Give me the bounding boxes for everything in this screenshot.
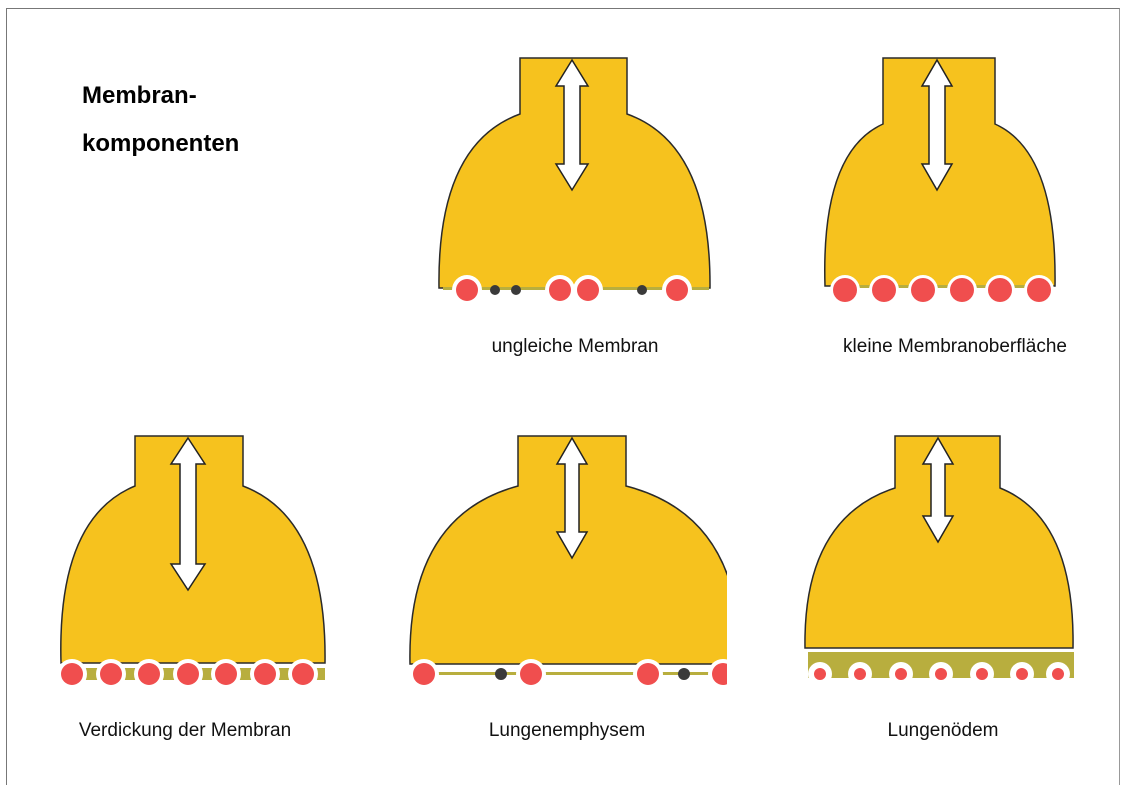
capillary (895, 668, 907, 680)
capillary (254, 663, 276, 685)
capillary (854, 668, 866, 680)
panel-verdickung-der-membran: Verdickung der Membran (25, 410, 345, 740)
blocked-capillary (511, 285, 521, 295)
diagram-title: Membran- komponenten (82, 72, 239, 168)
membrane (831, 285, 1051, 288)
panel-ungleiche-membran: ungleiche Membran (415, 26, 735, 356)
capillary (1027, 278, 1051, 302)
panel-caption: Lungenemphysem (407, 720, 727, 742)
capillary (292, 663, 314, 685)
capillary (988, 278, 1012, 302)
capillary (950, 278, 974, 302)
capillary (520, 663, 542, 685)
panel-caption: Verdickung der Membran (25, 720, 345, 742)
capillary (177, 663, 199, 685)
blocked-capillary (637, 285, 647, 295)
panel-caption: ungleiche Membran (415, 336, 735, 358)
capillary (872, 278, 896, 302)
alveolus-diagram (783, 410, 1103, 710)
panel-caption: Lungenödem (783, 720, 1103, 742)
alveolus-diagram (25, 410, 345, 710)
capillary (413, 663, 435, 685)
blocked-capillary (495, 668, 507, 680)
alveolus-diagram (795, 26, 1115, 326)
blocked-capillary (490, 285, 500, 295)
panel-lungenoedem: Lungenödem (783, 410, 1103, 740)
capillary (1016, 668, 1028, 680)
panel-lungenemphysem: Lungenemphysem (407, 410, 727, 740)
capillary (1052, 668, 1064, 680)
capillary (138, 663, 160, 685)
capillary (577, 279, 599, 301)
capillary (833, 278, 857, 302)
panel-kleine-membranoberflaeche: kleine Membranoberfläche (795, 26, 1115, 356)
alveolus-diagram (407, 410, 727, 710)
blocked-capillary (678, 668, 690, 680)
capillary (61, 663, 83, 685)
capillary (814, 668, 826, 680)
capillary (935, 668, 947, 680)
capillary (666, 279, 688, 301)
capillary (456, 279, 478, 301)
panel-caption: kleine Membranoberfläche (795, 336, 1115, 358)
capillary (637, 663, 659, 685)
capillary (100, 663, 122, 685)
alveolus-diagram (415, 26, 735, 326)
capillary (549, 279, 571, 301)
capillary (911, 278, 935, 302)
capillary (976, 668, 988, 680)
capillary (215, 663, 237, 685)
